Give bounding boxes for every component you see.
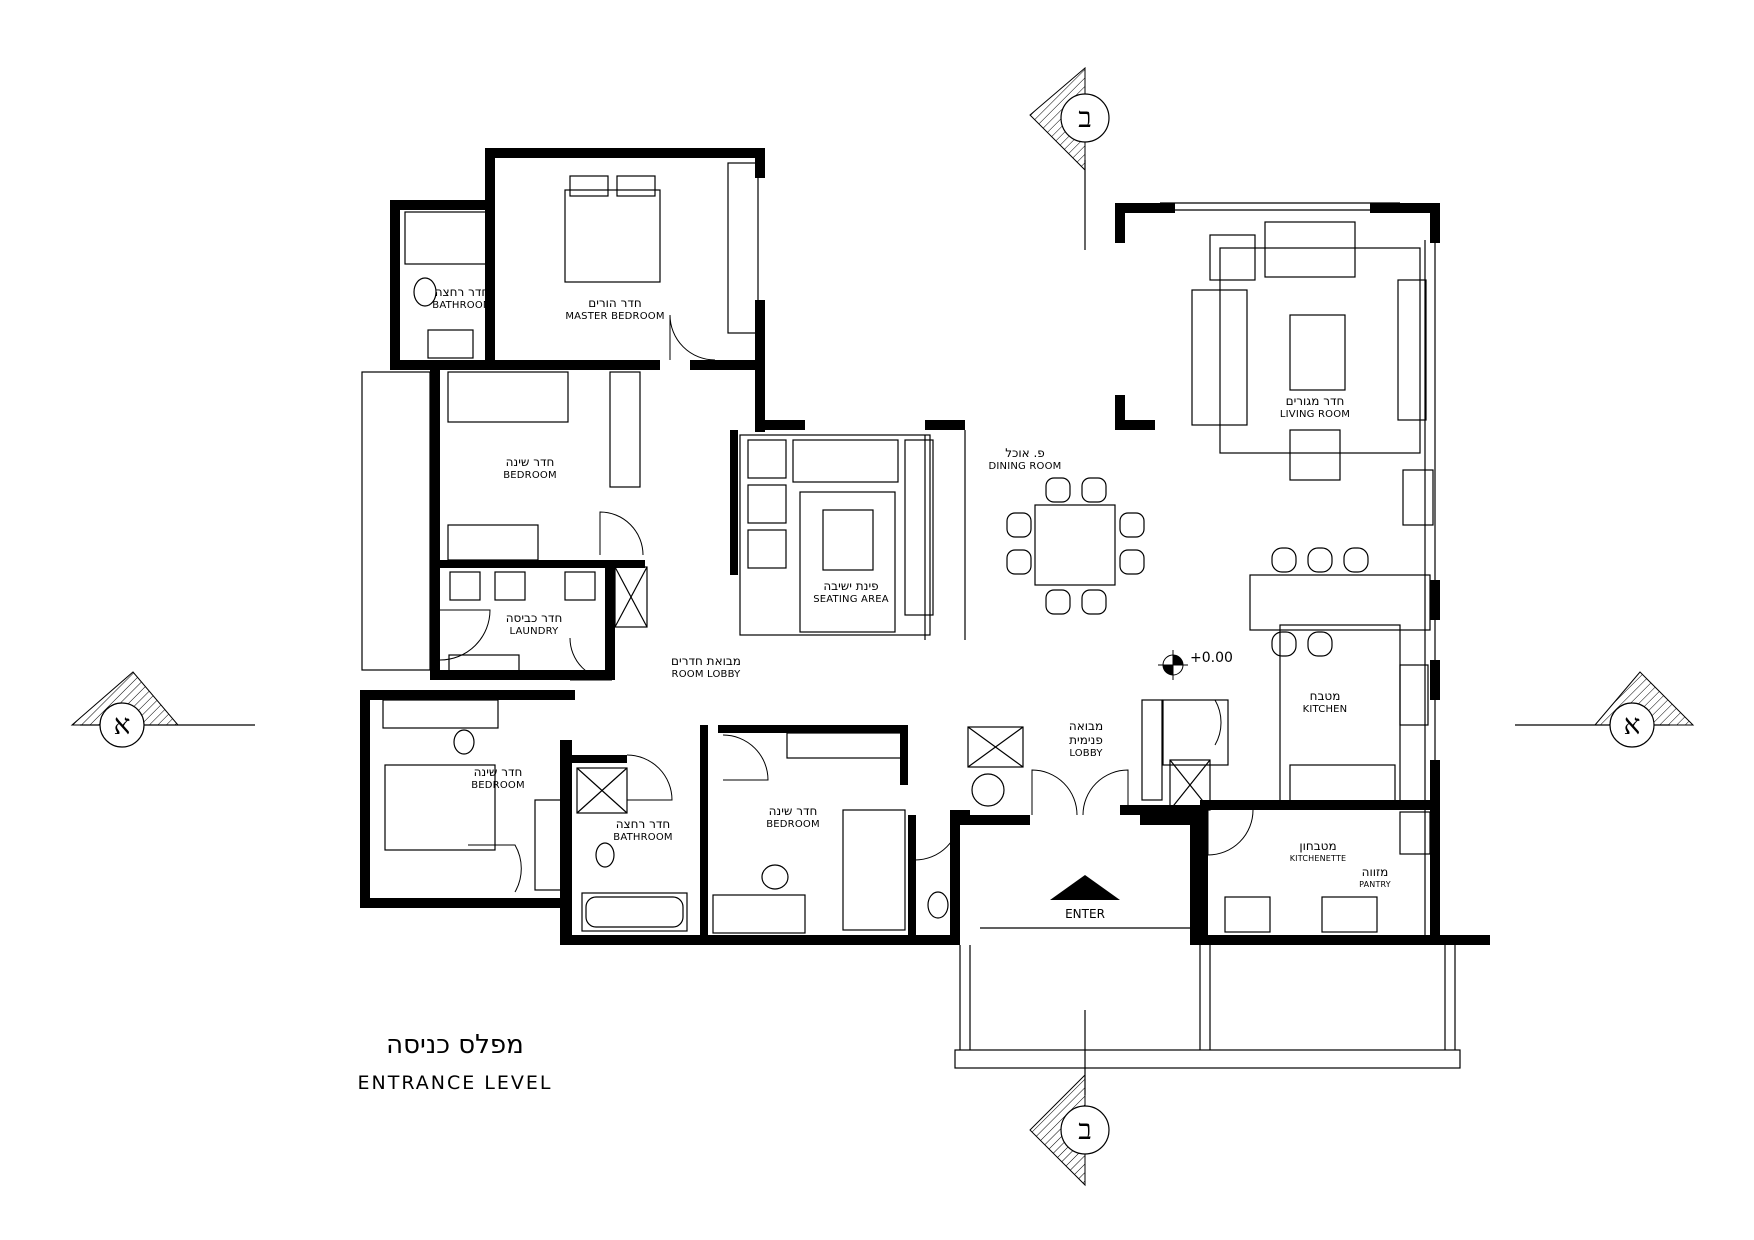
- room-label-master-bedroom: חדר הורים MASTER BEDROOM: [565, 296, 665, 322]
- door-swings: [439, 314, 1254, 893]
- room-label-dining-room: פ. אוכל DINING ROOM: [988, 446, 1062, 472]
- room-label-en: BATHROOM: [613, 831, 673, 843]
- section-marker-a-right-icon: [1593, 671, 1695, 748]
- room-label-bedroom-2: חדר שינה BEDROOM: [471, 765, 525, 791]
- room-label-he: מבואה: [1068, 719, 1104, 733]
- elevation-label: +0.00: [1190, 650, 1233, 666]
- section-label-b-bottom: ב: [1078, 1113, 1092, 1146]
- section-label-b-top: ב: [1078, 101, 1092, 134]
- room-label-room-lobby: מבואת חדרים ROOM LOBBY: [671, 654, 741, 680]
- room-label-lobby: מבואה פנימית LOBBY: [1068, 719, 1104, 759]
- thin-lines: [80, 160, 1670, 1095]
- room-label-master-bathroom: חדר רחצה BATHROOM: [432, 285, 492, 311]
- room-label-en: BATHROOM: [432, 299, 492, 311]
- room-label-he: מזווה: [1361, 865, 1389, 879]
- room-label-bedroom-1: חדר שינה BEDROOM: [503, 455, 557, 481]
- room-label-laundry: חדר כביסה LAUNDRY: [505, 611, 563, 637]
- room-label-en: LIVING ROOM: [1279, 408, 1351, 420]
- entry-label: ENTER: [1065, 907, 1105, 921]
- room-label-en: MASTER BEDROOM: [565, 310, 665, 322]
- room-label-en: KITCHENETTE: [1289, 853, 1347, 863]
- room-label-he: חדר רחצה: [434, 285, 490, 299]
- room-label-kitchen: מטבח KITCHEN: [1302, 689, 1348, 715]
- room-label-he: חדר שינה: [768, 804, 818, 818]
- room-label-seating-area: פינת ישיבה SEATING AREA: [813, 579, 889, 605]
- entry-arrow-icon: [1050, 875, 1120, 900]
- room-label-he: חדר שינה: [473, 765, 523, 779]
- room-label-en: BEDROOM: [471, 779, 525, 791]
- section-marker-a-left-icon: [70, 671, 180, 748]
- room-label-en: ROOM LOBBY: [671, 668, 741, 680]
- elevation-marker-icon: [1158, 650, 1188, 680]
- room-label-he: חדר רחצה: [615, 817, 671, 831]
- plan-title-he: מפלס כניסה: [386, 1030, 524, 1060]
- room-label-he: חדר מגורים: [1285, 394, 1345, 408]
- room-label-pantry: מזווה PANTRY: [1359, 865, 1391, 889]
- room-label-en: LOBBY: [1069, 747, 1103, 759]
- room-label-en: PANTRY: [1359, 879, 1391, 889]
- room-label-he: חדר הורים: [588, 296, 642, 310]
- section-label-a-left: א: [113, 708, 131, 741]
- room-label-he: פינת ישיבה: [823, 579, 879, 593]
- room-label-he: חדר שינה: [505, 455, 555, 469]
- room-label-bathroom-2: חדר רחצה BATHROOM: [613, 817, 673, 843]
- room-label-he: מבואת חדרים: [671, 654, 741, 668]
- room-label-he: פ. אוכל: [1005, 446, 1045, 460]
- section-label-a-right: א: [1623, 708, 1641, 741]
- room-label-en: LAUNDRY: [509, 625, 559, 637]
- room-label-en: BEDROOM: [766, 818, 820, 830]
- room-label-en: KITCHEN: [1302, 703, 1348, 715]
- room-label-en: SEATING AREA: [813, 593, 889, 605]
- room-label-en: BEDROOM: [503, 469, 557, 481]
- room-label-he: מטבח: [1309, 689, 1341, 703]
- room-label-en: DINING ROOM: [988, 460, 1062, 472]
- room-label-he: פנימית: [1069, 732, 1103, 747]
- section-marker-b-bottom-icon: [1029, 1073, 1110, 1187]
- room-label-he: חדר כביסה: [505, 611, 563, 625]
- room-label-he: מטבחון: [1299, 839, 1337, 853]
- plan-title-en: ENTRANCE LEVEL: [357, 1072, 553, 1094]
- room-label-bedroom-3: חדר שינה BEDROOM: [766, 804, 820, 830]
- section-marker-b-top-icon: [1029, 66, 1110, 172]
- room-label-kitchenette: מטבחון KITCHENETTE: [1289, 839, 1347, 863]
- room-label-living-room: חדר מגורים LIVING ROOM: [1279, 394, 1351, 420]
